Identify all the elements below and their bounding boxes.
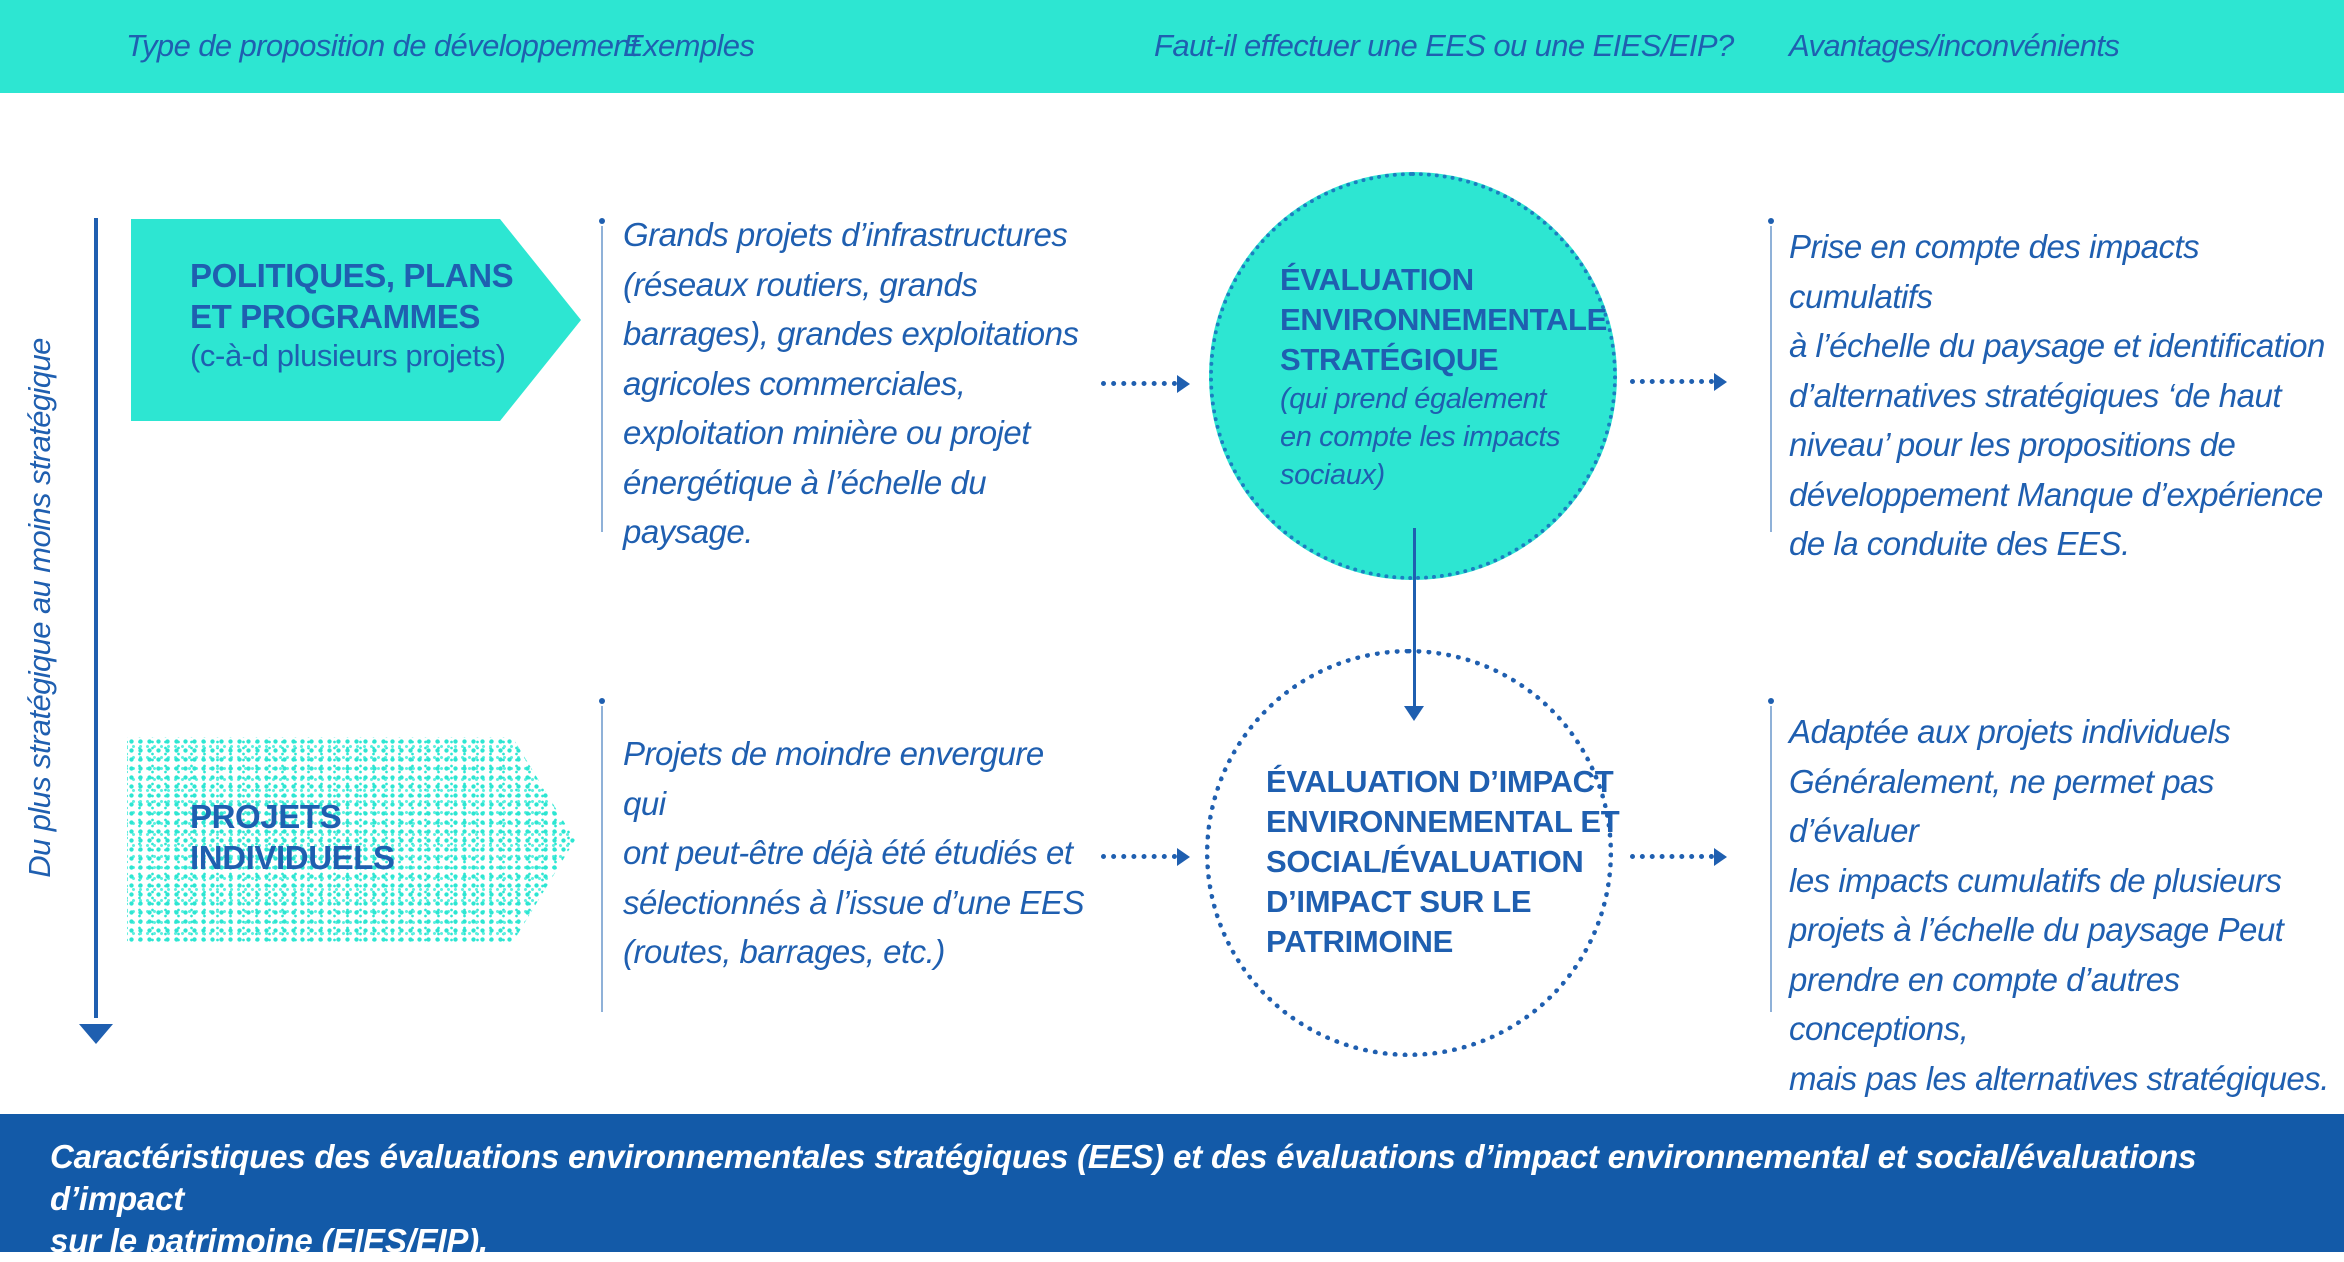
separator: [1768, 698, 1774, 1012]
examples-line: (routes, barrages, etc.): [623, 933, 945, 970]
examples-policies: Grands projets d’infrastructures (réseau…: [623, 210, 1093, 557]
examples-line: Grands projets d’infrastructures: [623, 216, 1068, 253]
ees-subtitle-line: en compte les impacts: [1280, 421, 1561, 453]
pros-cons-projects: Adaptée aux projets individuels Générale…: [1789, 707, 2339, 1103]
connector-vertical: [1413, 528, 1416, 710]
examples-line: exploitation minière ou projet: [623, 414, 1030, 451]
eies-title-line: PATRIMOINE: [1266, 924, 1454, 959]
caption-line: sur le patrimoine (EIES/EIP).: [50, 1222, 488, 1259]
arrow-right-icon: [1177, 848, 1190, 866]
pros-cons-line: mais pas les alternatives stratégiques.: [1789, 1059, 2329, 1097]
type-title-line: PROJETS: [190, 798, 342, 835]
arrow-right-icon: [1714, 373, 1727, 391]
type-box-projects: [127, 737, 575, 943]
pros-cons-line: Prise en compte des impacts cumulatifs: [1789, 228, 2200, 315]
examples-line: énergétique à l’échelle du paysage.: [623, 463, 987, 551]
circle-eies: [1205, 649, 1613, 1057]
pros-cons-line: niveau’ pour les propositions de: [1789, 426, 2236, 463]
connector-dotted: [1101, 854, 1177, 859]
examples-line: Projets de moindre envergure qui: [623, 735, 1044, 822]
footer-band: [0, 1114, 2344, 1252]
type-sub-policies: (c-à-d plusieurs projets): [190, 338, 506, 373]
type-box-policies: [131, 219, 581, 421]
axis-label: Du plus stratégique au moins stratégique: [22, 338, 57, 878]
ees-subtitle: (qui prend également en compte les impac…: [1280, 380, 1561, 494]
arrow-right-icon: [1177, 375, 1190, 393]
examples-line: sélectionnés à l’issue d’une EES: [623, 883, 1084, 921]
type-title-line: INDIVIDUELS: [190, 839, 395, 876]
figure-caption: Caractéristiques des évaluations environ…: [50, 1136, 2290, 1262]
axis-line: [94, 218, 98, 1018]
header-examples: Exemples: [623, 28, 755, 63]
pros-cons-line: prendre en compte d’autres conceptions,: [1789, 960, 2180, 1048]
eies-title-line: D’IMPACT SUR LE: [1266, 884, 1532, 919]
pros-cons-line: d’alternatives stratégiques ‘de haut: [1789, 376, 2282, 414]
eies-title: ÉVALUATION D’IMPACT ENVIRONNEMENTAL ET S…: [1266, 762, 1620, 962]
separator: [599, 218, 605, 532]
type-title-policies: POLITIQUES, PLANS ET PROGRAMMES: [190, 255, 514, 337]
pros-cons-line: Adaptée aux projets individuels: [1789, 713, 2231, 750]
examples-line: barrages), grandes exploitations: [623, 315, 1079, 352]
pros-cons-line: Généralement, ne permet pas d’évaluer: [1789, 762, 2214, 850]
eies-title-line: SOCIAL/ÉVALUATION: [1266, 844, 1584, 879]
eies-title-line: ÉVALUATION D’IMPACT: [1266, 764, 1614, 799]
examples-line: ont peut-être déjà été étudiés et: [623, 834, 1073, 871]
ees-subtitle-line: sociaux): [1280, 459, 1385, 491]
separator: [599, 698, 605, 1012]
examples-line: agricoles commerciales,: [623, 364, 966, 402]
eies-title-line: ENVIRONNEMENTAL ET: [1266, 804, 1620, 839]
connector-dotted: [1630, 854, 1714, 859]
ees-title-line: STRATÉGIQUE: [1280, 342, 1499, 377]
type-title-line: POLITIQUES, PLANS: [190, 257, 514, 294]
type-title-line: ET PROGRAMMES: [190, 298, 480, 335]
separator: [1768, 218, 1774, 532]
ees-title-line: ÉVALUATION: [1280, 262, 1474, 297]
pros-cons-line: projets à l’échelle du paysage Peut: [1789, 911, 2284, 948]
circle-ees: [1209, 172, 1617, 580]
examples-projects: Projets de moindre envergure qui ont peu…: [623, 729, 1093, 977]
header-band: [0, 0, 2344, 93]
header-type: Type de proposition de développement: [126, 28, 639, 63]
ees-subtitle-line: (qui prend également: [1280, 383, 1547, 415]
pros-cons-line: à l’échelle du paysage et identification: [1789, 327, 2325, 364]
arrow-right-icon: [1714, 848, 1727, 866]
type-title-projects: PROJETS INDIVIDUELS: [190, 796, 395, 878]
pros-cons-line: développement Manque d’expérience: [1789, 475, 2323, 513]
ees-title-line: ENVIRONNEMENTALE: [1280, 302, 1608, 337]
pros-cons-policies: Prise en compte des impacts cumulatifs à…: [1789, 222, 2329, 569]
caption-line: Caractéristiques des évaluations environ…: [50, 1138, 2197, 1217]
axis-arrow-down-icon: [79, 1024, 113, 1044]
header-assessment: Faut-il effectuer une EES ou une EIES/EI…: [1154, 28, 1734, 63]
connector-dotted: [1630, 379, 1714, 384]
examples-line: (réseaux routiers, grands: [623, 265, 978, 303]
ees-title: ÉVALUATION ENVIRONNEMENTALE STRATÉGIQUE: [1280, 260, 1607, 380]
pros-cons-line: de la conduite des EES.: [1789, 525, 2130, 562]
pros-cons-line: les impacts cumulatifs de plusieurs: [1789, 861, 2282, 899]
header-pros-cons: Avantages/inconvénients: [1789, 28, 2120, 63]
connector-dotted: [1101, 381, 1177, 386]
